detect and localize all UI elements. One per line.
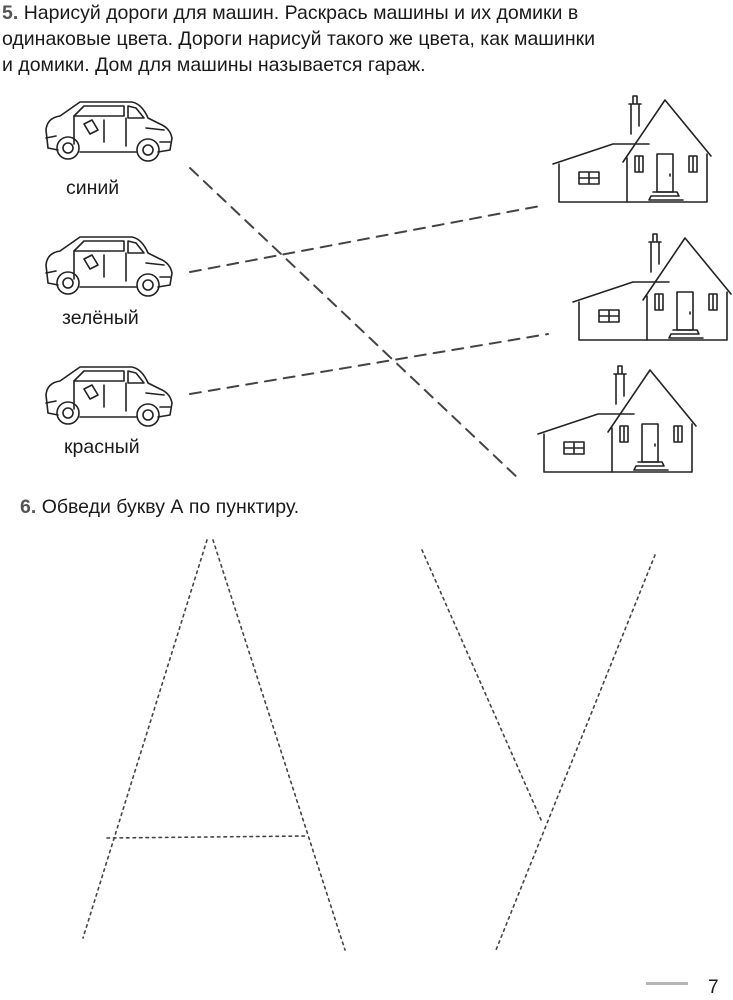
letter-u-dotted <box>421 549 656 951</box>
road-dashed-line-2 <box>189 205 541 273</box>
car-1-drawing <box>45 101 173 162</box>
page-number-rule <box>646 982 688 985</box>
task-5-line-3: и домики. Дом для машины называется гара… <box>2 54 426 76</box>
road-dashed-line-1 <box>189 167 521 481</box>
car-label-blue: синий <box>66 177 120 199</box>
task-6-number: 6. <box>20 496 37 518</box>
page-number: 7 <box>708 977 719 998</box>
task-6-text: Обведи букву А по пунктиру. <box>41 496 300 518</box>
road-dashed-line-3 <box>189 333 549 395</box>
house-2-drawing <box>572 233 732 341</box>
car-2-drawing <box>45 236 173 297</box>
task-5-line-1: 5. Нарисуй дороги для машин. Раскрась ма… <box>2 2 579 24</box>
letter-a-dotted <box>82 539 346 951</box>
task-5-instructions: 5. Нарисуй дороги для машин. Раскрась ма… <box>2 0 732 78</box>
house-1-drawing <box>552 95 712 203</box>
car-label-red: красный <box>64 436 140 458</box>
car-3-drawing <box>45 366 173 427</box>
task-5-number: 5. <box>2 2 19 24</box>
task-6-instructions: 6. Обведи букву А по пунктиру. <box>20 494 299 520</box>
task-5-line-2: одинаковые цвета. Дороги нарисуй такого … <box>2 28 596 50</box>
car-label-green: зелёный <box>62 307 139 329</box>
house-3-drawing <box>537 365 697 473</box>
